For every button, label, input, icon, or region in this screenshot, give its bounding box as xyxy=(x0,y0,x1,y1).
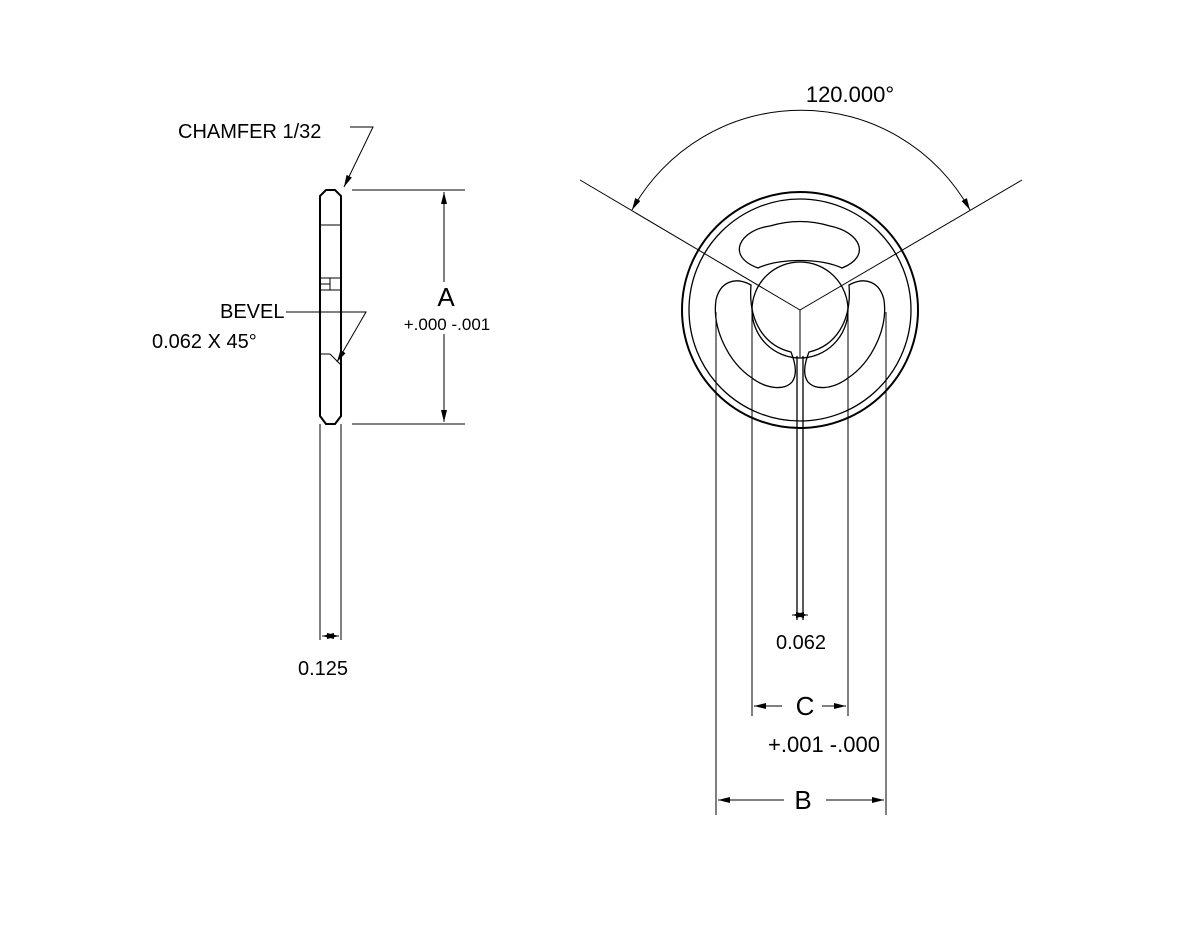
dim-a-tolerance: +.000 -.001 xyxy=(404,315,491,334)
chamfer-leader xyxy=(343,126,374,188)
dim-c-label: C xyxy=(796,691,815,721)
angle-label: 120.000° xyxy=(806,82,894,107)
left-lobe xyxy=(714,280,797,389)
slot-width-label: 0.062 xyxy=(776,632,826,654)
front-view: 0.062 120.000° C +.001 -.000 B xyxy=(579,82,1023,815)
bevel-leader xyxy=(286,311,367,363)
outer-rim xyxy=(681,191,919,429)
angle-arc xyxy=(631,109,971,211)
bevel-edge xyxy=(329,353,342,366)
dim-a-label: A xyxy=(437,282,455,312)
dim-c-tolerance: +.001 -.000 xyxy=(768,732,880,757)
top-lobe xyxy=(738,220,861,269)
side-view: 0.125 A +.000 -.001 CHAMFER 1/32 BEVEL 0… xyxy=(152,121,498,680)
bevel-size-label: 0.062 X 45° xyxy=(152,331,257,353)
bevel-label: BEVEL xyxy=(220,301,284,323)
dim-b-label: B xyxy=(794,785,811,815)
thickness-label: 0.125 xyxy=(298,658,348,680)
right-lobe xyxy=(803,280,886,389)
side-view-outline xyxy=(319,189,342,425)
chamfer-label: CHAMFER 1/32 xyxy=(178,121,321,143)
